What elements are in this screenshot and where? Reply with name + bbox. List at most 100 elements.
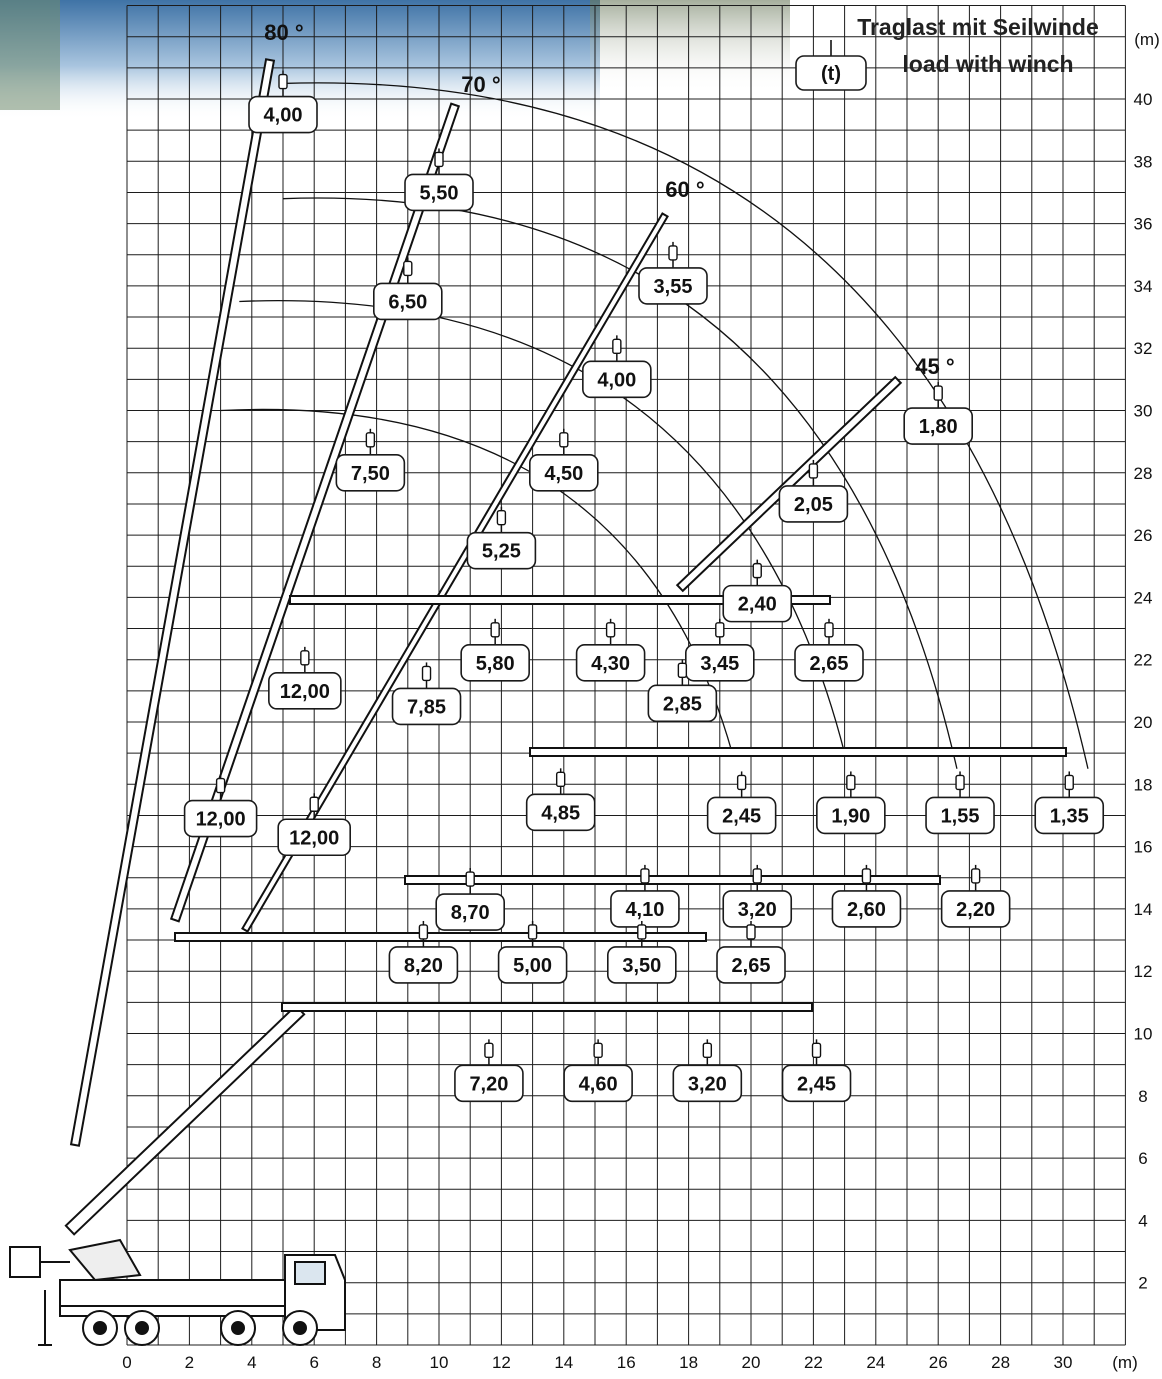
tree-photo-band (590, 0, 790, 90)
load-label: 8,20 (388, 920, 459, 984)
load-label-box (716, 946, 786, 984)
load-value: 5,50 (420, 182, 459, 204)
load-label-box (454, 1064, 524, 1103)
load-value: 8,20 (404, 955, 443, 977)
load-label: 2,45 (781, 1039, 852, 1103)
load-label-box (778, 485, 849, 523)
load-value: 4,00 (597, 369, 636, 391)
hook-icon (640, 868, 650, 884)
load-label-box (497, 946, 568, 984)
jib-horizontal (404, 875, 941, 885)
load-label-box (335, 453, 406, 492)
load-value: 12,00 (196, 809, 246, 831)
hook-icon (612, 338, 622, 355)
load-value: 5,25 (482, 541, 521, 563)
y-tick-label: 10 (1134, 1025, 1153, 1044)
x-tick-label: 14 (554, 1353, 573, 1372)
hook-icon (365, 432, 376, 448)
hook-icon (933, 385, 943, 401)
load-label: 5,50 (404, 148, 474, 212)
load-label: 12,00 (183, 774, 258, 838)
x-tick-label: 8 (372, 1353, 381, 1372)
x-tick-label: 18 (679, 1353, 698, 1372)
y-tick-label: 22 (1134, 651, 1153, 670)
load-value: 5,00 (513, 955, 552, 977)
hook-icon (421, 665, 432, 682)
x-tick-label: 6 (309, 1353, 318, 1372)
load-value: 2,45 (797, 1073, 836, 1095)
load-value: 2,40 (738, 594, 777, 616)
jib-horizontal (281, 1002, 813, 1012)
load-label-box (404, 173, 474, 212)
load-value: 1,80 (919, 416, 958, 438)
hook-icon (300, 650, 310, 666)
load-label: 12,00 (268, 646, 342, 710)
y-axis-unit: (m) (1134, 30, 1159, 49)
hook-icon (496, 509, 507, 526)
load-value: 7,50 (351, 463, 390, 485)
load-value: 4,10 (625, 899, 664, 921)
hook-icon (418, 924, 429, 940)
load-label: 5,80 (460, 618, 530, 682)
hook-icon (715, 622, 725, 638)
load-label: 4,30 (575, 618, 646, 682)
load-value: 4,60 (579, 1073, 618, 1095)
load-label: 3,50 (606, 920, 677, 984)
hook-icon (490, 622, 500, 638)
load-value: 7,85 (407, 696, 446, 718)
y-tick-label: 6 (1138, 1149, 1147, 1168)
x-axis-unit: (m) (1112, 1353, 1137, 1372)
load-value: 3,20 (688, 1073, 727, 1095)
title-english: load with winch (902, 51, 1073, 77)
load-value: 2,60 (847, 899, 886, 921)
load-value: 1,35 (1050, 805, 1089, 827)
load-label-box (816, 796, 886, 835)
hook-icon (811, 1042, 822, 1059)
load-value: 3,45 (700, 653, 739, 675)
load-label-box (466, 531, 537, 570)
load-label: 8,70 (435, 868, 506, 931)
load-label: 1,90 (816, 771, 886, 835)
counterweight-icon (9, 1246, 41, 1278)
load-label: 5,25 (466, 506, 537, 570)
hook-icon (746, 924, 756, 940)
load-label-box (1034, 796, 1105, 835)
load-value: 2,85 (663, 693, 702, 715)
hook-icon (309, 796, 319, 812)
load-value: 3,55 (654, 276, 693, 298)
y-tick-label: 34 (1134, 277, 1153, 296)
load-label-box (831, 890, 902, 928)
load-label-box (391, 687, 462, 726)
load-label: 6,50 (372, 257, 443, 321)
x-tick-label: 20 (742, 1353, 761, 1372)
load-value: 2,05 (794, 494, 833, 516)
load-label: 7,85 (391, 662, 462, 726)
y-tick-label: 4 (1138, 1211, 1147, 1230)
load-value: 6,50 (388, 291, 427, 313)
load-label: 4,00 (248, 70, 318, 134)
jib-horizontal (529, 747, 1067, 757)
hook-icon (808, 463, 819, 479)
hook-icon (637, 924, 647, 940)
load-value: 2,20 (956, 899, 995, 921)
load-label: 3,20 (672, 1039, 743, 1103)
load-label-box (525, 793, 596, 832)
x-tick-label: 10 (430, 1353, 449, 1372)
hook-icon (215, 777, 226, 794)
load-label: 2,40 (722, 559, 793, 623)
x-tick-label: 30 (1054, 1353, 1073, 1372)
boom-60-deg (241, 212, 669, 933)
y-tick-label: 38 (1134, 152, 1153, 171)
y-tick-label: 24 (1134, 588, 1153, 607)
hook-icon (403, 260, 413, 277)
load-label-box (528, 453, 599, 492)
y-tick-label: 16 (1134, 838, 1153, 857)
load-label-box (268, 672, 342, 710)
load-label-box (684, 644, 755, 682)
y-tick-label: 8 (1138, 1087, 1147, 1106)
load-label: 12,00 (277, 793, 352, 857)
load-label-box (372, 282, 443, 321)
load-label-box (672, 1064, 743, 1103)
